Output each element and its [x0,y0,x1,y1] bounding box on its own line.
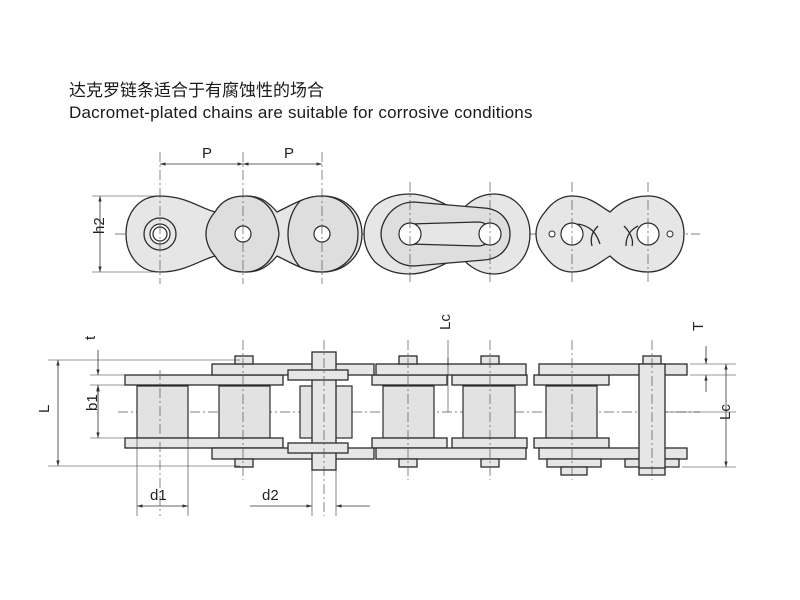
english-title: Dacromet-plated chains are suitable for … [69,103,533,122]
pitch-label-2: P [284,145,294,162]
clip-tab-bottom-3 [560,466,588,476]
inner-plate-top-4 [533,374,610,386]
L-label: L [36,405,53,413]
Lc-right-label: Lc [717,404,734,420]
pitch-label-1: P [202,145,212,162]
pin-clip-bottom-3 [546,458,602,468]
inner-plate-bottom-1 [124,437,284,449]
inner-plate-bottom-2 [371,437,448,449]
roller-5 [462,385,516,439]
inner-plate-bottom-4 [533,437,610,449]
d1-label: d1 [150,487,167,504]
chinese-title: 达克罗链条适合于有腐蚀性的场合 [69,81,324,101]
roller-2 [218,385,271,439]
outer-plate-top-3 [538,363,688,376]
outer-plate-bottom-2 [375,447,527,460]
t-label: t [82,335,99,340]
pin-head-bottom-1 [234,458,254,468]
roller-4 [382,385,435,439]
clip-dot-1 [548,230,556,238]
inner-plate-bottom-3 [451,437,528,449]
inner-plate-top-2 [371,374,448,386]
offset-pin-plate-bottom [287,442,349,454]
roller-1 [136,385,189,439]
T-label: T [690,322,707,331]
outer-plate-top-2 [375,363,527,376]
Lc-top-label: Lc [437,314,454,330]
d2-label: d2 [262,487,279,504]
connecting-link-plate [535,195,685,273]
roller-6 [545,385,598,439]
offset-pin-plate-top [287,369,349,381]
spring-clip-2 [623,225,639,247]
h2-label: h2 [91,217,108,234]
chain-top-view: L t b1 Lc T Lc d1 d2 [36,314,736,516]
outer-plate-bottom-3 [538,447,688,460]
spring-clip-1 [577,223,601,247]
chain-side-view: P P h2 [91,145,700,284]
b1-label: b1 [84,394,101,411]
clip-dot-2 [666,230,674,238]
inner-plate-top-1 [124,374,284,386]
inner-plate-top-3 [451,374,528,386]
